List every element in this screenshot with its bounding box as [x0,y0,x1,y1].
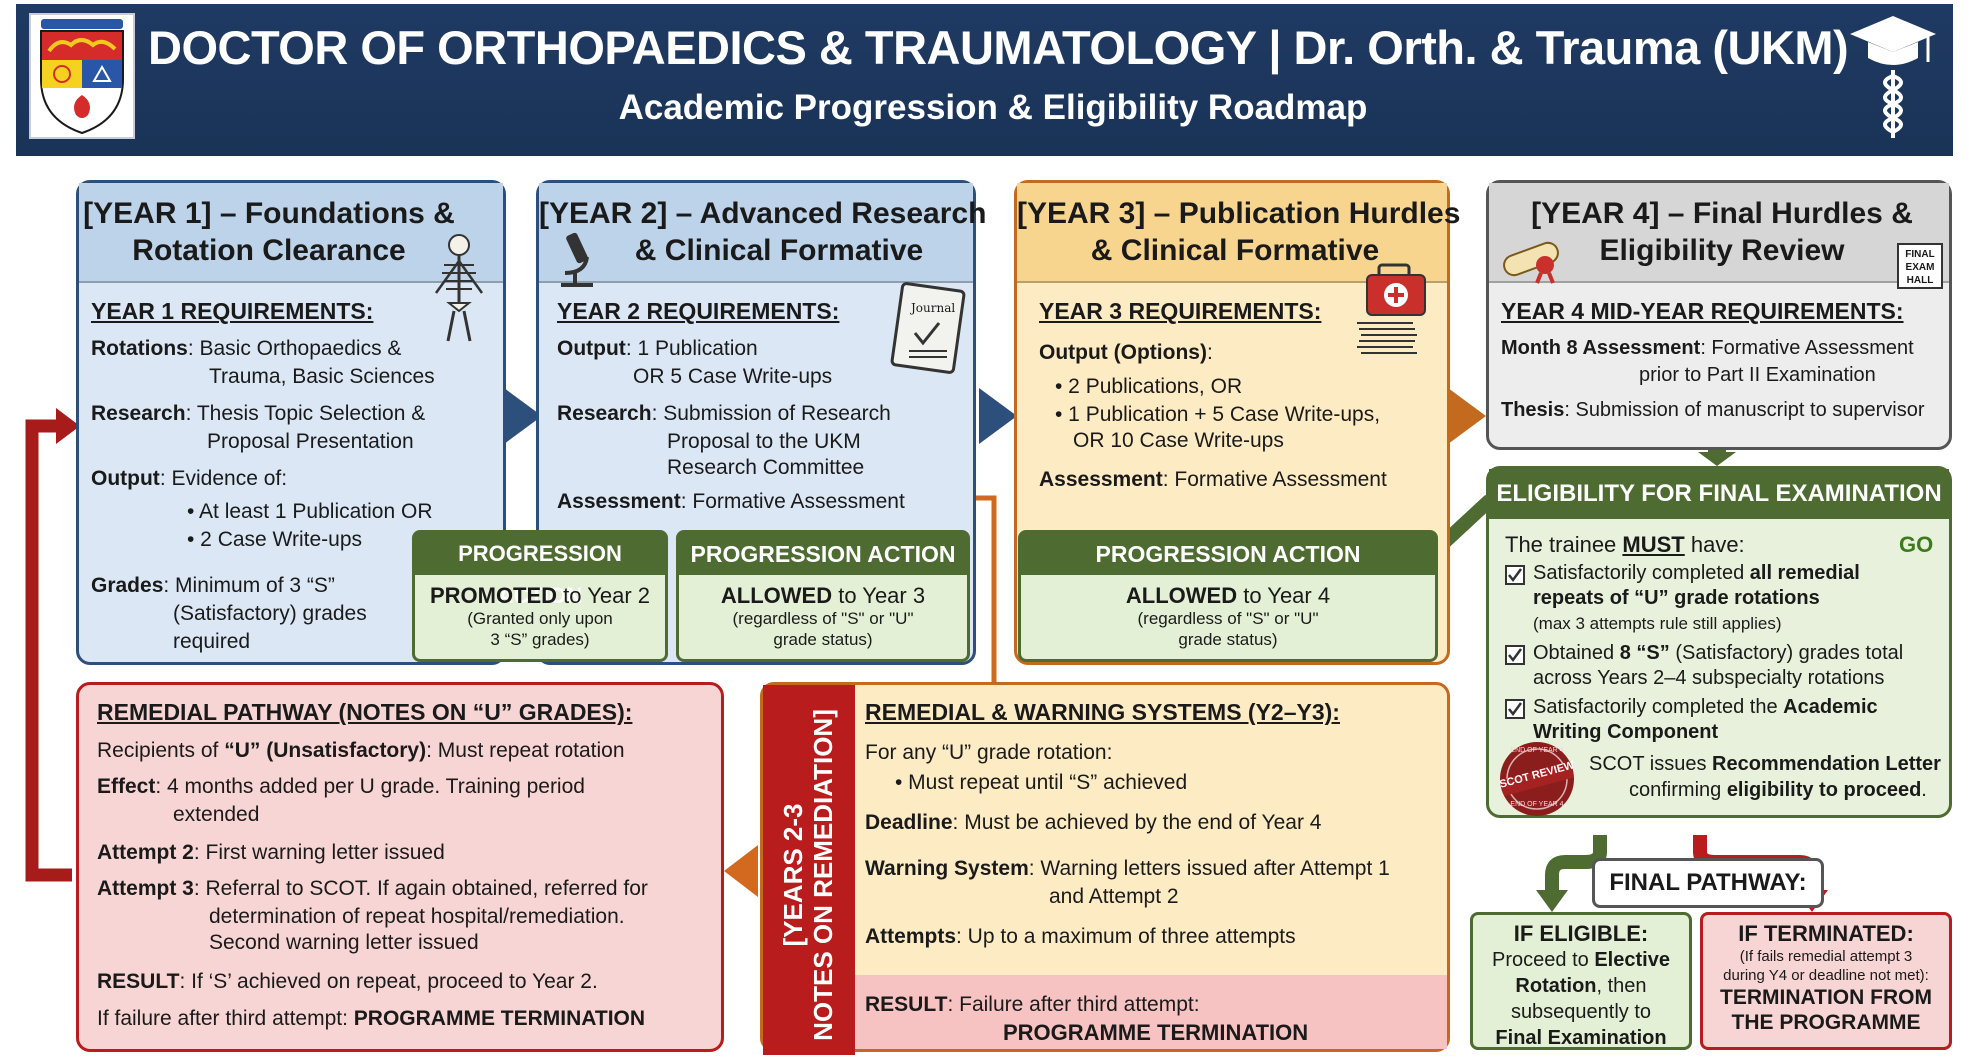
remedial-failure: If failure after third attempt: PROGRAMM… [97,1007,646,1030]
remedial-pathway-card: REMEDIAL PATHWAY (NOTES ON “U” GRADES): … [76,682,724,1052]
eligibility-heading: ELIGIBILITY FOR FINAL EXAMINATION [1489,469,1949,519]
remedial-warning-card: [YEARS 2-3 NOTES ON REMEDIATION] REMEDIA… [760,682,1450,1055]
year1-research: Research: Thesis Topic Selection & [91,402,426,425]
checkbox-icon [1505,699,1525,724]
year2-assessment: Assessment: Formative Assessment [557,490,905,513]
eligibility-criterion-1: Satisfactorily completed all remedial re… [1533,562,1860,633]
diploma-icon [1499,235,1569,290]
journal-icon: Journal [889,281,969,381]
loop-back-arrow [25,419,72,882]
year2-remediation-link [976,495,997,685]
arrow-to-remedial-pathway [724,845,758,897]
year2-title: [YEAR 2] – Advanced Research & Clinical … [539,197,987,267]
year2-output: Output: 1 Publication [557,337,758,360]
skeleton-icon [424,233,494,348]
page-title: DOCTOR OF ORTHOPAEDICS & TRAUMATOLOGY | … [148,21,1849,74]
arrow-year3-to-year4 [1448,388,1486,444]
eligibility-criterion-2: Obtained 8 “S” (Satisfactory) grades tot… [1533,642,1904,689]
page-subtitle: Academic Progression & Eligibility Roadm… [618,88,1368,127]
remediation-side-banner [763,685,855,1055]
recommendation-letter: SCOT issues Recommendation Letter confir… [1589,753,1941,801]
go-label: GO [1899,532,1934,557]
checkbox-icon [1505,565,1525,590]
checkbox-icon [1505,645,1525,670]
arrow-year1-to-year2 [504,388,542,444]
scot-review-seal-icon: SCOT REVIEW END OF YEAR 4 END OF YEAR 4 [1497,739,1577,819]
year4-month8: Month 8 Assessment: Formative Assessment [1501,337,1914,359]
final-pathway-heading: FINAL PATHWAY: [1592,858,1824,908]
final-exam-hall-sign: FINAL EXAM HALL [1897,243,1943,289]
remedial-warning-heading: REMEDIAL & WARNING SYSTEMS (Y2–Y3): [865,699,1340,725]
progression-action-year3: PROGRESSION ACTION ALLOWED to Year 4 (re… [1018,530,1438,662]
medical-kit-icon [1353,263,1443,368]
eligible-path-arrow [1545,835,1607,895]
remedial-result: RESULT: If ‘S’ achieved on repeat, proce… [97,970,598,993]
remedial-effect: Effect: 4 months added per U grade. Trai… [97,775,585,798]
arrow-year2-to-year3 [979,388,1017,444]
progression-action-year2: PROGRESSION ACTION ALLOWED to Year 3 (re… [676,530,970,662]
eligibility-criterion-3: Satisfactorily completed the Academic Wr… [1533,696,1878,743]
loop-back-arrowhead [56,408,80,444]
graduation-cap-caduceus-icon [1848,12,1938,142]
year1-rotations: Rotations: Basic Orthopaedics & [91,337,402,360]
year1-grades: Grades: Minimum of 3 “S” [91,574,335,597]
remedial-attempt2: Attempt 2: First warning letter issued [97,841,445,864]
remedial-result-band [855,975,1447,1049]
eligibility-card: ELIGIBILITY FOR FINAL EXAMINATION The tr… [1486,466,1952,818]
remedial-pathway-heading: REMEDIAL PATHWAY (NOTES ON “U” GRADES): [97,699,633,725]
remedial-warning-result: RESULT: Failure after third attempt: [865,993,1200,1016]
if-eligible-card: IF ELIGIBLE: Proceed to Elective Rotatio… [1470,912,1692,1050]
year3-output: Output (Options): [1039,341,1213,364]
year2-research: Research: Submission of Research [557,402,891,425]
year3-requirements-heading: YEAR 3 REQUIREMENTS: [1039,298,1322,324]
remedial-warning-system: Warning System: Warning letters issued a… [865,857,1390,880]
year2-requirements-heading: YEAR 2 REQUIREMENTS: [557,298,840,324]
university-crest-icon [29,13,135,139]
header-banner [16,4,1953,156]
microscope-icon [551,231,601,294]
year4-card: [YEAR 4] – Final Hurdles & Eligibility R… [1486,180,1952,450]
year4-thesis: Thesis: Submission of manuscript to supe… [1501,399,1925,421]
year4-title: [YEAR 4] – Final Hurdles & Eligibility R… [1531,197,1913,267]
eligibility-intro: The trainee MUST have: [1505,532,1745,557]
progression-action-year1: PROGRESSION ACTION PROMOTED to Year 2 (G… [412,530,668,662]
remedial-deadline: Deadline: Must be achieved by the end of… [865,811,1322,834]
year1-title: [YEAR 1] – Foundations & Rotation Cleara… [83,197,455,267]
year4-requirements-heading: YEAR 4 MID-YEAR REQUIREMENTS: [1501,298,1904,324]
year1-requirements-heading: YEAR 1 REQUIREMENTS: [91,298,374,324]
remedial-recipients: Recipients of “U” (Unsatisfactory): Must… [97,739,625,762]
remedial-attempt3: Attempt 3: Referral to SCOT. If again ob… [97,877,648,900]
year3-assessment: Assessment: Formative Assessment [1039,468,1387,491]
year1-output: Output: Evidence of: [91,467,288,490]
remedial-attempts: Attempts: Up to a maximum of three attem… [865,925,1296,948]
if-terminated-card: IF TERMINATED: (If fails remedial attemp… [1700,912,1952,1050]
year3-title: [YEAR 3] – Publication Hurdles & Clinica… [1017,197,1461,267]
year4-eligibility-arrow [1698,444,1736,466]
